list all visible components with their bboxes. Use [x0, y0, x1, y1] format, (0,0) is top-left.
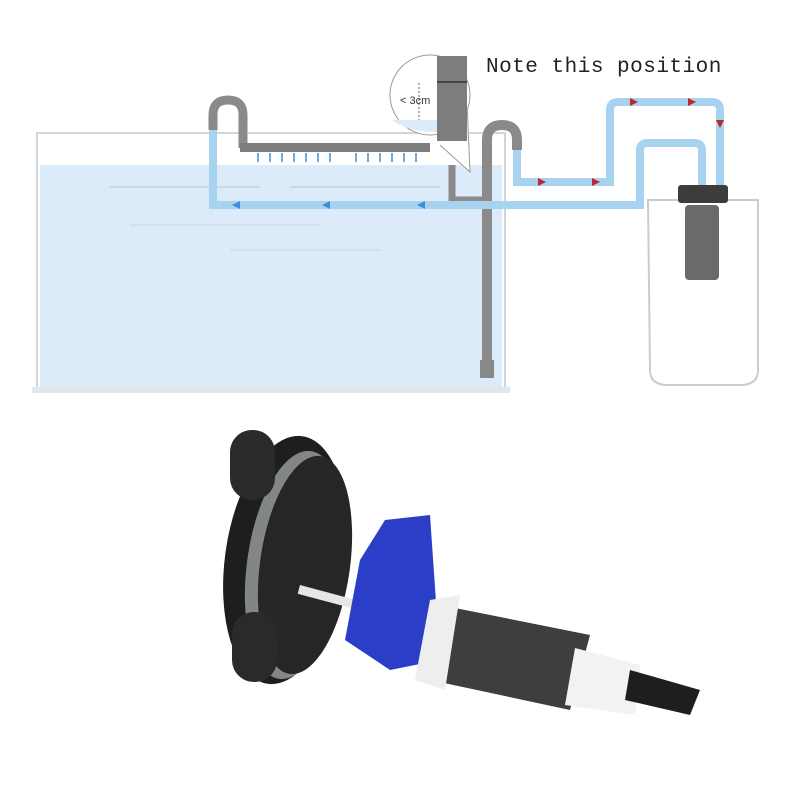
impeller-photo [223, 430, 700, 715]
note-label: Note this position [486, 56, 722, 79]
flow-arrows [232, 98, 724, 209]
measurement-label: < 3cm [400, 95, 431, 107]
magnifier-callout [389, 54, 471, 174]
flow-hoses [209, 98, 724, 209]
aquarium-tank [32, 132, 510, 393]
pipes [208, 95, 522, 378]
canister-filter [646, 185, 759, 386]
